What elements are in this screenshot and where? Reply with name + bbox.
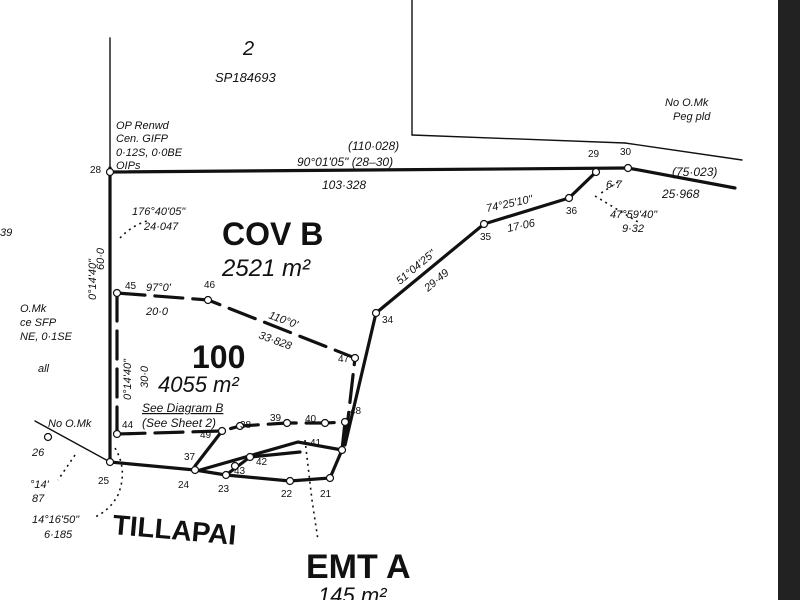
point-label-34: 34 xyxy=(382,315,394,326)
covb-title: COV B xyxy=(222,216,323,252)
distance-35-36: 17·06 xyxy=(506,217,537,235)
edge-mark-note: O.Mk xyxy=(20,303,47,315)
point-label-38: 38 xyxy=(240,420,252,431)
point-label-36: 36 xyxy=(566,206,578,217)
point-label-25: 25 xyxy=(98,476,110,487)
covb-area: 2521 m² xyxy=(221,255,311,282)
point-label-22: 22 xyxy=(281,489,293,500)
edge-sfp-note: ce SFP xyxy=(20,317,57,329)
no-mark-left-note: No O.Mk xyxy=(48,418,92,430)
op-oips-note: OIPs xyxy=(116,160,141,172)
point-label-24: 24 xyxy=(178,480,190,491)
point-label-37: 37 xyxy=(184,452,196,463)
lot-2-number: 2 xyxy=(242,38,254,60)
point-label-48: 48 xyxy=(350,406,362,417)
right-bracket-dim: (75·023) xyxy=(672,165,717,179)
edge-26-note: 26 xyxy=(31,447,45,459)
point-label-40: 40 xyxy=(305,414,317,425)
edge-87-note: 87 xyxy=(32,493,45,505)
edge-bearing-note: °14' xyxy=(30,479,50,491)
point-label-28: 28 xyxy=(90,165,102,176)
op-renewed-note: OP Renwd xyxy=(116,120,170,132)
point-label-29: 29 xyxy=(588,149,600,160)
edge-offset-note: NE, 0·1SE xyxy=(20,331,73,343)
point-label-23: 23 xyxy=(218,484,230,495)
distance-36-offset: 9·32 xyxy=(622,223,644,235)
north-east-boundary xyxy=(626,166,737,190)
bearing-36-offset: 47°59'40" xyxy=(610,209,658,221)
emt-line-41 xyxy=(198,440,344,472)
lot-100-reference: See Diagram B xyxy=(142,401,223,415)
page-edge xyxy=(778,0,800,600)
point-label-44: 44 xyxy=(122,420,134,431)
bearing-west-lower: 0°14'40" xyxy=(122,358,134,400)
edge-39-note: 39 xyxy=(0,227,12,239)
emt-title: EMT A xyxy=(306,548,411,586)
point-label-49: 49 xyxy=(200,430,212,441)
bearing-45-46: 97°0' xyxy=(146,282,172,294)
point-label-47: 47 xyxy=(338,354,350,365)
point-label-42: 42 xyxy=(256,457,268,468)
top-distance: 103·328 xyxy=(322,178,366,192)
point-label-41: 41 xyxy=(310,438,322,449)
leaders xyxy=(57,181,639,541)
survey-points xyxy=(43,163,633,486)
emt-area: 145 m² xyxy=(318,583,387,600)
point-label-43: 43 xyxy=(234,466,246,477)
point-label-46: 46 xyxy=(204,280,216,291)
distance-25-offset: 6·185 xyxy=(44,529,73,541)
no-mark-top-note: No O.Mk xyxy=(665,97,709,109)
lot-100-area: 4055 m² xyxy=(158,372,239,397)
edge-all-note: all xyxy=(38,363,50,375)
distance-28-45: 24·047 xyxy=(143,221,179,233)
north-boundary xyxy=(108,166,630,174)
point-label-30: 30 xyxy=(620,147,632,158)
bearing-west-upper: 0°14'40" xyxy=(87,258,99,300)
point-label-35: 35 xyxy=(480,232,492,243)
op-cen-note: Cen. GIFP xyxy=(116,133,169,145)
emt-upper xyxy=(193,429,224,468)
distance-45-46: 20·0 xyxy=(145,306,169,318)
right-distance: 25·968 xyxy=(661,187,700,201)
top-bearing: 90°01'05" (28–30) xyxy=(297,155,393,169)
road-name: TILLAPAI xyxy=(111,509,237,551)
peg-placed-note: Peg pld xyxy=(673,111,711,123)
distance-30-36: 6·7 xyxy=(606,179,623,191)
covb-boundary xyxy=(115,291,357,447)
point-label-39: 39 xyxy=(270,413,282,424)
bearing-28-45: 176°40'05" xyxy=(132,206,186,218)
point-label-45: 45 xyxy=(125,281,137,292)
distance-west-lower: 30·0 xyxy=(139,365,151,388)
east-boundary xyxy=(343,170,598,447)
lot-2-boundary xyxy=(411,0,743,161)
bearing-25-offset: 14°16'50" xyxy=(32,514,80,526)
point-label-21: 21 xyxy=(320,489,332,500)
lot-100-sheet-reference: (See Sheet 2) xyxy=(142,416,216,430)
top-bracket-dim: (110·028) xyxy=(348,139,399,153)
op-offset-note: 0·12S, 0·0BE xyxy=(116,147,183,159)
point-labels: 21 22 23 24 25 28 29 30 34 35 36 37 38 3… xyxy=(90,147,632,500)
distance-west-upper: 60·0 xyxy=(95,247,107,270)
lot-100-number: 100 xyxy=(192,339,245,375)
road-curve xyxy=(34,420,111,463)
lot-2-plan: SP184693 xyxy=(215,70,276,85)
